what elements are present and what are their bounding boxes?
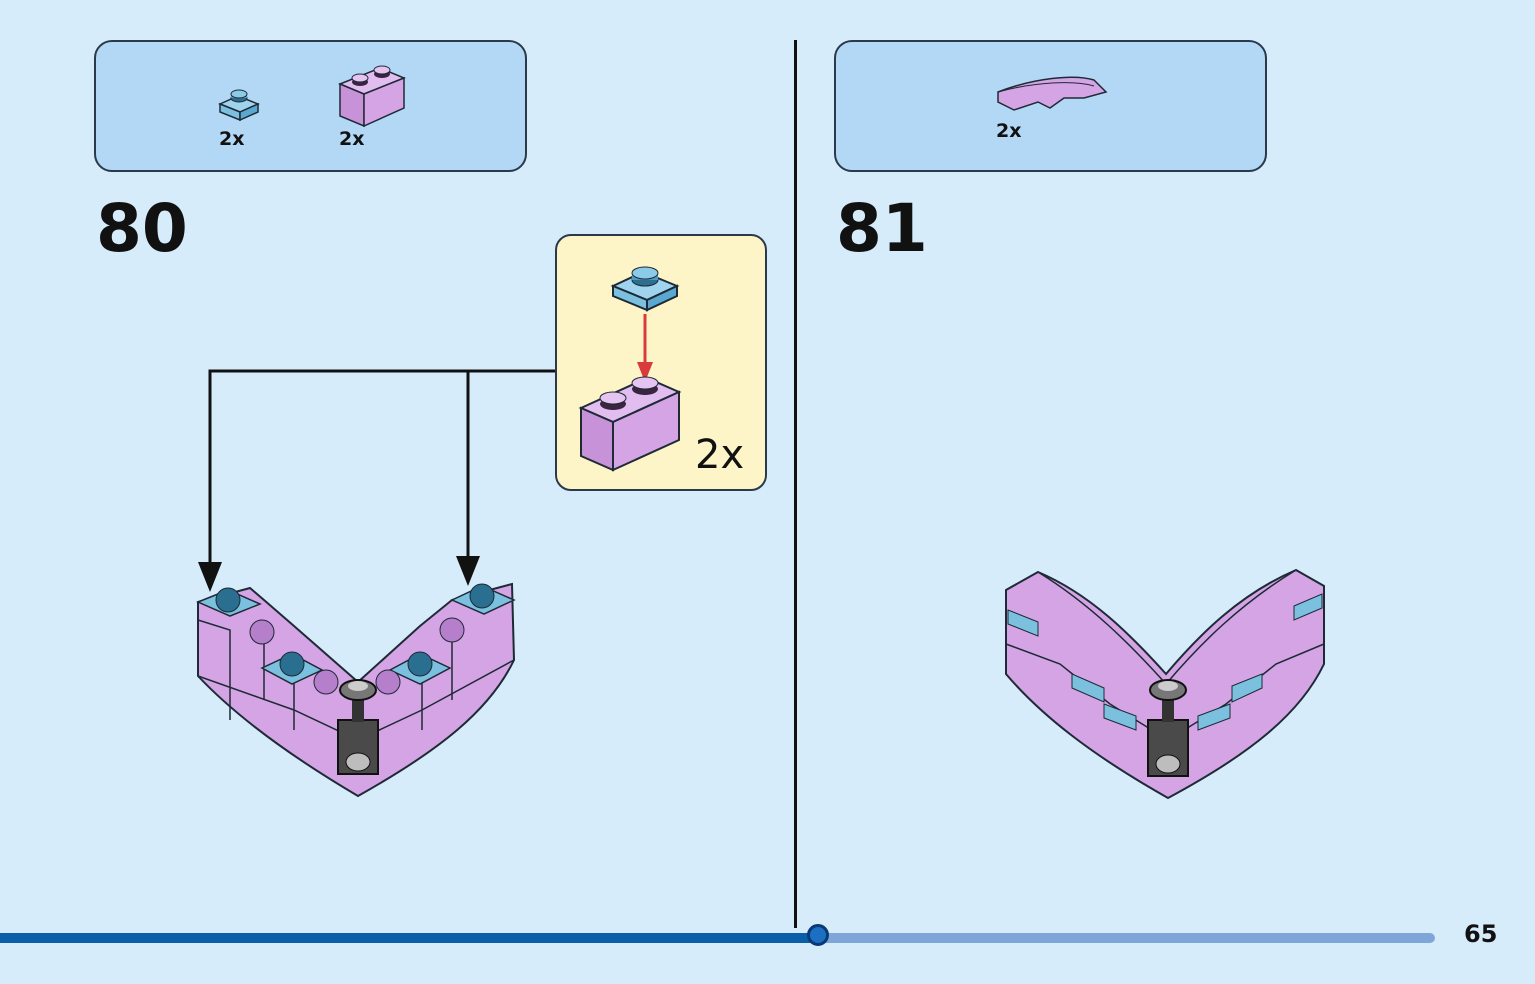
sub-assembly-illustration [578,266,682,472]
step-80-model-illustration [196,582,516,798]
progress-bar-track [818,933,1435,943]
part-quantity: 2x [219,128,245,150]
blue-1x1-plate-icon [218,89,260,122]
step-number-80: 80 [96,190,188,267]
step-81-model-illustration [1005,568,1325,800]
parts-list-step-81: 2x [834,40,1267,172]
progress-marker[interactable] [807,924,829,946]
parts-list-step-80: 2x 2x [94,40,527,172]
callout-quantity: 2x [695,432,745,478]
step-divider [794,40,797,928]
page-number: 65 [1464,920,1498,948]
progress-bar-filled [0,933,818,943]
part-quantity: 2x [996,120,1022,142]
lavender-1x2-brick-icon [338,65,406,128]
callout-connector-arrows [198,369,555,592]
step-number-81: 81 [836,190,928,267]
sub-assembly-callout: 2x [555,234,767,491]
part-quantity: 2x [339,128,365,150]
lavender-curved-slope-icon [997,76,1108,111]
